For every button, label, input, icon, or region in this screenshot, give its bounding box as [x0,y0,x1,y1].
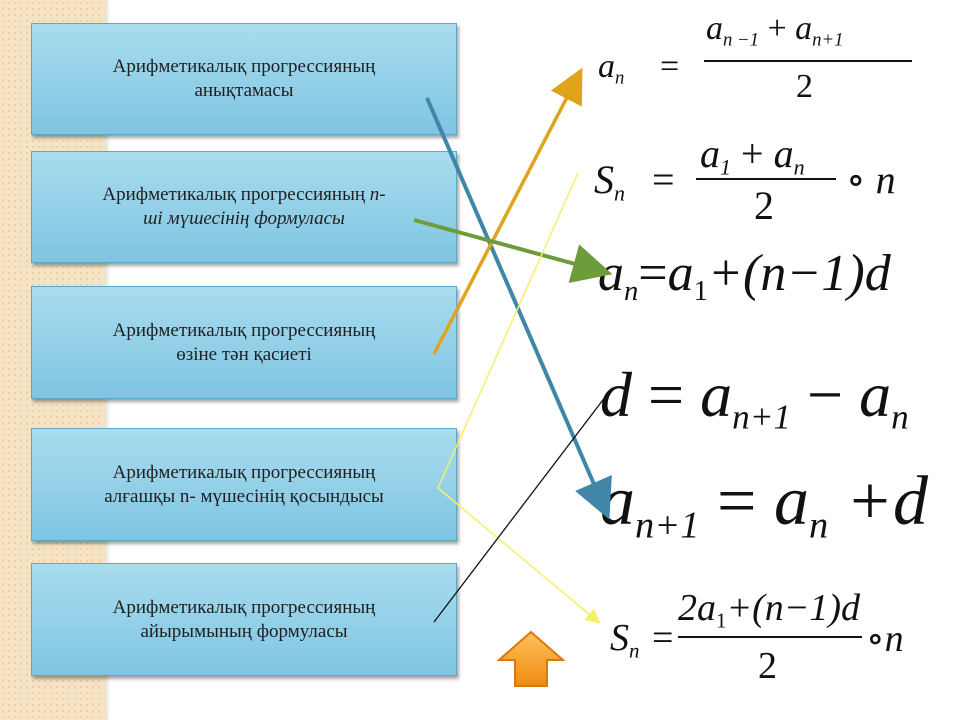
formula-difference[interactable]: d = an+1 − an [600,359,909,437]
card-nth-term-line2: ші мүшесінің формуласы [143,208,345,229]
f2-fraction-bar [696,178,836,180]
formula-nth-term[interactable]: an=a1+(n−1)d [598,245,891,307]
card-property[interactable]: Арифметикалық прогрессияның өзіне тән қа… [31,286,457,399]
card-difference-formula[interactable]: Арифметикалық прогрессияның айырымының ф… [31,563,457,676]
line-difference-to-formula [433,387,613,623]
card-nth-term-italic: n- [369,184,386,205]
f1-eq: = [660,48,680,85]
f6-tail: ∘n [866,618,904,660]
f2-lhs: S [594,157,614,202]
card-difference-line2: айырымының формуласы [140,620,348,642]
f2-numerator: a1 + an [700,131,805,180]
f1-lhs: a [598,48,615,85]
card-sum-line2: алғашқы n- мүшесінің қосындысы [104,485,384,507]
f1-lhs-sub: n [615,67,625,89]
f6-eq: = [652,617,674,659]
card-property-line1: Арифметикалық прогрессияның [112,319,376,341]
f2-eq: = [652,157,675,202]
card-definition-line2: анықтамасы [194,80,294,101]
card-nth-term-line1: Арифметикалық прогрессияның [102,184,366,205]
card-property-line2: өзіне тән қасиеті [176,343,312,365]
f2-tail: ∘ n [846,157,896,202]
card-definition[interactable]: Арифметикалық прогрессияның анықтамасы [31,23,457,135]
line-sum-to-formulas [437,172,601,624]
card-difference-line1: Арифметикалық прогрессияның [112,596,376,618]
card-sum-formula[interactable]: Арифметикалық прогрессияның алғашқы n- м… [31,428,457,541]
f1-denominator: 2 [796,68,813,105]
f6-denominator: 2 [758,645,777,687]
card-sum-line1: Арифметикалық прогрессияның [112,461,376,483]
formula-recursive[interactable]: an+1 = an +d [600,463,928,547]
f1-fraction-bar [704,60,912,62]
f6-fraction-bar [678,636,862,638]
f1-numerator: an −1 + an+1 [706,10,844,51]
f6-numerator: 2a1+(n−1)d [678,587,861,633]
card-nth-term-formula[interactable]: Арифметикалық прогрессияның n- ші мүшесі… [31,151,457,263]
f2-denominator: 2 [754,183,774,228]
card-definition-line1: Арифметикалық прогрессияның [112,56,376,77]
up-arrow-icon[interactable] [497,630,565,688]
